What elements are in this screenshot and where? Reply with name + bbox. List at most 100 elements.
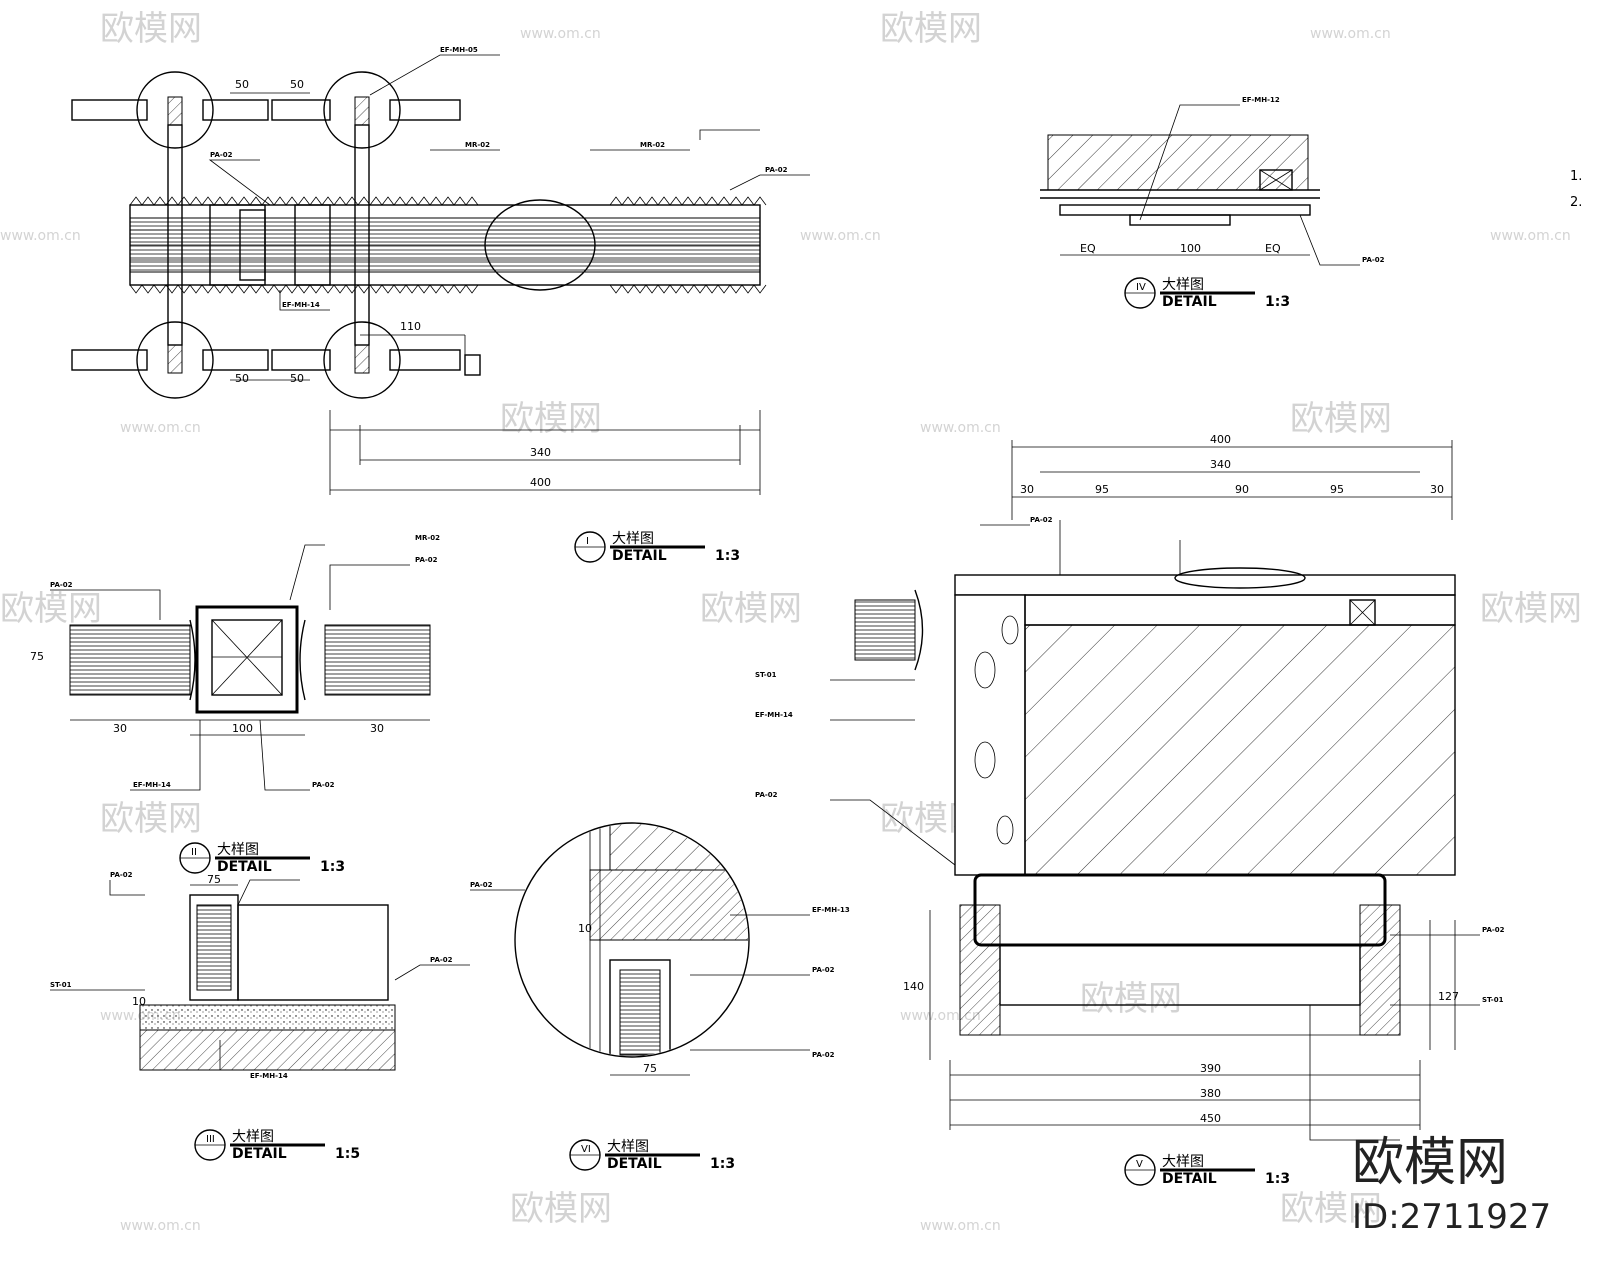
callout-label: EF-MH-13 bbox=[812, 906, 850, 914]
watermark-text: 欧模网 bbox=[700, 589, 802, 629]
detail-number: II bbox=[191, 847, 197, 858]
dim-95: 95 bbox=[1330, 483, 1344, 496]
callout-label: MR-02 bbox=[640, 141, 665, 149]
dim-10: 10 bbox=[578, 922, 592, 935]
detail-title-cn: 大样图 bbox=[1162, 277, 1204, 293]
watermark-text: 欧模网 bbox=[1480, 589, 1582, 629]
detail-title-en: DETAIL bbox=[232, 1146, 287, 1162]
note-number: 2. bbox=[1570, 195, 1582, 210]
detail-4-drawing bbox=[1040, 104, 1360, 266]
detail-scale: 1:3 bbox=[1265, 1171, 1290, 1187]
callout-label: EF-MH-05 bbox=[440, 46, 478, 54]
callout-label: PA-02 bbox=[470, 881, 493, 889]
detail-number: IV bbox=[1136, 282, 1146, 293]
dim-75: 75 bbox=[30, 650, 44, 663]
callout-label: PA-02 bbox=[765, 166, 788, 174]
detail-6-text: 75 10 PA-02 EF-MH-13 PA-02 PA-02 bbox=[470, 881, 850, 1075]
watermark-url: www.om.cn bbox=[0, 228, 81, 244]
callout-label: EF-MH-12 bbox=[1242, 96, 1280, 104]
detail-title-cn: 大样图 bbox=[1162, 1154, 1204, 1170]
dim-inner: 340 bbox=[530, 446, 551, 459]
detail-scale: 1:3 bbox=[715, 548, 740, 564]
dim-75: 75 bbox=[207, 873, 221, 886]
brand-name: 欧模网 bbox=[1352, 1133, 1508, 1193]
watermark-url: www.om.cn bbox=[920, 420, 1001, 436]
dim-30: 30 bbox=[370, 722, 384, 735]
dim-50: 50 bbox=[235, 372, 249, 385]
detail-title-cn: 大样图 bbox=[217, 842, 259, 858]
detail-number: I bbox=[586, 536, 589, 547]
callout-label: EF-MH-14 bbox=[755, 711, 793, 719]
watermark-layer: 欧模网欧模网欧模网欧模网欧模网欧模网欧模网欧模网欧模网欧模网欧模网欧模网www.… bbox=[0, 9, 1582, 1234]
detail-1-drawing bbox=[71, 54, 810, 495]
dim-50: 50 bbox=[290, 78, 304, 91]
callout-label: PA-02 bbox=[1030, 516, 1053, 524]
detail-5-drawing bbox=[830, 440, 1480, 1141]
detail-title-cn: 大样图 bbox=[612, 531, 654, 547]
watermark-url: www.om.cn bbox=[800, 228, 881, 244]
watermark-url: www.om.cn bbox=[120, 420, 201, 436]
detail-title-cn: 大样图 bbox=[607, 1139, 649, 1155]
detail-title-en: DETAIL bbox=[217, 859, 272, 875]
dim-30: 30 bbox=[1020, 483, 1034, 496]
watermark-text: 欧模网 bbox=[1290, 399, 1392, 439]
detail-number: III bbox=[206, 1134, 215, 1145]
callout-label: PA-02 bbox=[1362, 256, 1385, 264]
detail-title-en: DETAIL bbox=[612, 548, 667, 564]
detail-1-text: 50 50 50 50 110 400 340 EF-MH-05 PA-02 M… bbox=[210, 46, 788, 489]
dim-50: 50 bbox=[290, 372, 304, 385]
detail-title-en: DETAIL bbox=[1162, 294, 1217, 310]
dim-inner: 340 bbox=[1210, 458, 1231, 471]
watermark-text: 欧模网 bbox=[100, 799, 202, 839]
dim-127: 127 bbox=[1438, 990, 1459, 1003]
dim-450: 450 bbox=[1200, 1112, 1221, 1125]
callout-label: PA-02 bbox=[210, 151, 233, 159]
dim-eq: EQ bbox=[1265, 242, 1281, 255]
callout-label: ST-01 bbox=[50, 981, 72, 989]
callout-label: PA-02 bbox=[430, 956, 453, 964]
detail-number: VI bbox=[581, 1144, 591, 1155]
dim-90: 90 bbox=[1235, 483, 1249, 496]
watermark-url: www.om.cn bbox=[1310, 26, 1391, 42]
brand-mark: 欧模网 ID:2711927 bbox=[1352, 1133, 1551, 1237]
detail-number: V bbox=[1136, 1159, 1143, 1170]
wood-grain bbox=[974, 615, 1019, 845]
callout-label: ST-01 bbox=[755, 671, 777, 679]
dim-30: 30 bbox=[113, 722, 127, 735]
dim-390: 390 bbox=[1200, 1062, 1221, 1075]
detail-scale: 1:3 bbox=[320, 859, 345, 875]
watermark-text: 欧模网 bbox=[500, 399, 602, 439]
detail-title-en: DETAIL bbox=[607, 1156, 662, 1172]
dim-eq: EQ bbox=[1080, 242, 1096, 255]
note-number: 1. bbox=[1570, 169, 1582, 184]
watermark-url: www.om.cn bbox=[920, 1218, 1001, 1234]
detail-scale: 1:3 bbox=[1265, 294, 1290, 310]
callout-label: PA-02 bbox=[812, 966, 835, 974]
callout-label: PA-02 bbox=[1482, 926, 1505, 934]
callout-label: EF-MH-14 bbox=[282, 301, 320, 309]
detail-scale: 1:5 bbox=[335, 1146, 360, 1162]
callout-label: PA-02 bbox=[812, 1051, 835, 1059]
detail-6-drawing bbox=[470, 822, 810, 1076]
detail-2-text: 100 30 30 75 MR-02 PA-02 PA-02 PA-02 EF-… bbox=[30, 534, 440, 789]
detail-title-cn: 大样图 bbox=[232, 1129, 274, 1145]
watermark-text: 欧模网 bbox=[1080, 979, 1182, 1019]
callout-label: ST-01 bbox=[1482, 996, 1504, 1004]
callout-label: PA-02 bbox=[110, 871, 133, 879]
callout-label: PA-02 bbox=[312, 781, 335, 789]
dim-total: 400 bbox=[530, 476, 551, 489]
dim-10: 10 bbox=[132, 995, 146, 1008]
watermark-text: 欧模网 bbox=[510, 1189, 612, 1229]
detail-scale: 1:3 bbox=[710, 1156, 735, 1172]
dim-30: 30 bbox=[1430, 483, 1444, 496]
detail-4-text: EQ 100 EQ EF-MH-12 PA-02 1. 2. bbox=[1080, 96, 1582, 264]
dim-110: 110 bbox=[400, 320, 421, 333]
detail-3-drawing bbox=[50, 879, 470, 1071]
